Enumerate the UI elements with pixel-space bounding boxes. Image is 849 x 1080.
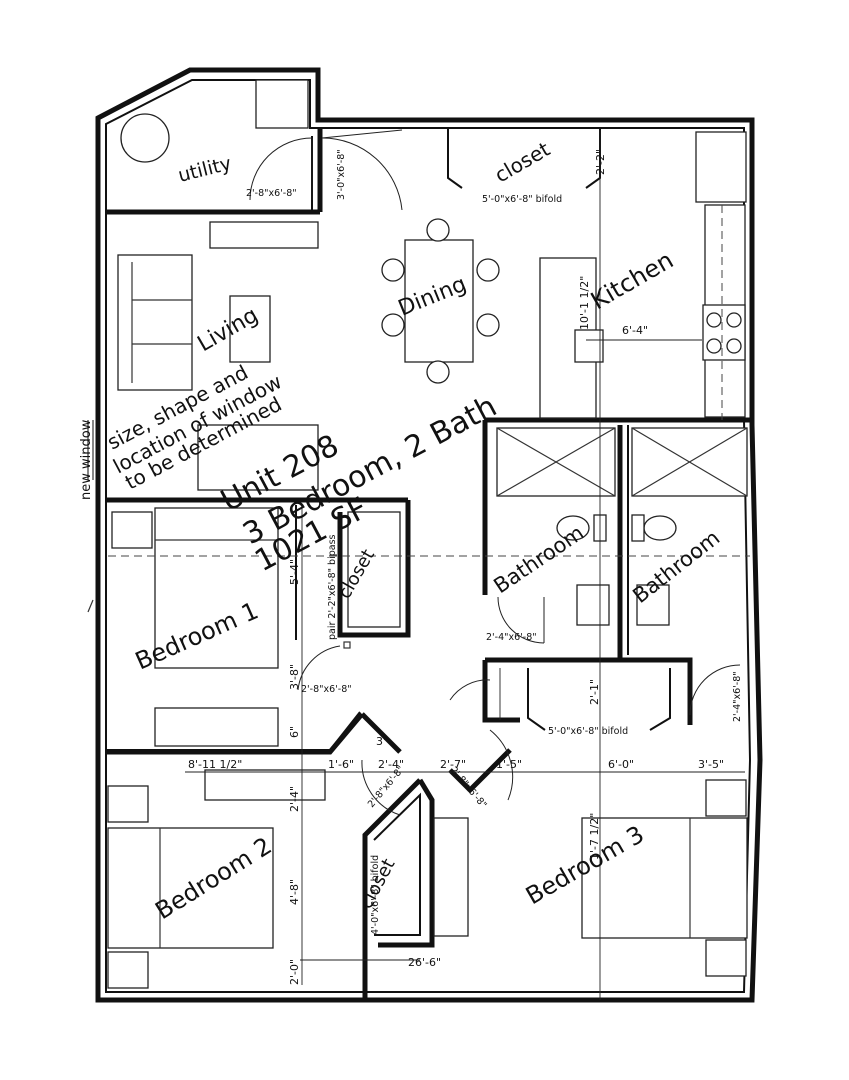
door-utility: 2'-8"x6'-8" bbox=[246, 188, 297, 199]
dresser1 bbox=[154, 707, 279, 747]
dim-hall-6-0: 6'-0" bbox=[608, 758, 634, 771]
door-hall-closet: 5'-0"x6'-8" bifold bbox=[548, 726, 628, 737]
dim-bed2-2-4: 2'-4" bbox=[288, 786, 301, 812]
dim-overall-width: 26'-6" bbox=[408, 956, 441, 969]
dining-table bbox=[404, 239, 474, 363]
bedroom1-furniture bbox=[111, 507, 401, 747]
utility-room bbox=[120, 79, 403, 211]
dim-closet-top: 2'-2" bbox=[594, 149, 607, 175]
vanity-a bbox=[576, 584, 610, 626]
dim-wall-6: 6" bbox=[288, 726, 301, 738]
water-heater bbox=[120, 113, 170, 163]
nightstand1 bbox=[111, 511, 153, 549]
nightstand3b bbox=[705, 939, 747, 977]
door-bed1: 2'-8"x6'-8" bbox=[301, 684, 352, 695]
nightstand3a bbox=[705, 779, 747, 817]
dimension-labels: 2'-2" 10'-1 1/2" 6'-4" 5'-4" 3'-8" 6" 2'… bbox=[188, 149, 724, 985]
bed2 bbox=[107, 827, 274, 949]
bed1 bbox=[154, 507, 279, 669]
dim-kitchen-depth: 10'-1 1/2" bbox=[578, 276, 591, 330]
door-bed2-closet: 4'-0"x6'-8" bifold bbox=[370, 855, 381, 935]
dim-bed2-width: 8'-11 1/2" bbox=[188, 758, 242, 771]
dim-bed1-door-offset: 3'-8" bbox=[288, 664, 301, 690]
bedroom2-furniture bbox=[107, 759, 401, 989]
living-room-furniture bbox=[117, 221, 319, 491]
dimension-lines bbox=[108, 130, 750, 1000]
coffee-table bbox=[229, 295, 271, 363]
armchair bbox=[197, 424, 319, 491]
door-entry: 3'-0"x6'-8" bbox=[336, 149, 347, 200]
toilet-b bbox=[643, 515, 677, 541]
dim-hall-2-7: 2'-7" bbox=[440, 758, 466, 771]
dim-hall-1-5: 1'-5" bbox=[496, 758, 522, 771]
vanity-b bbox=[636, 584, 670, 626]
bed3 bbox=[581, 817, 748, 939]
furnace bbox=[255, 79, 309, 129]
utility-door-swing bbox=[249, 137, 313, 201]
nightstand2b bbox=[107, 951, 149, 989]
closet-bed1 bbox=[347, 511, 401, 628]
refrigerator bbox=[695, 131, 747, 203]
label-bathroom-a: Bathroom bbox=[489, 521, 588, 599]
desk2 bbox=[204, 769, 326, 801]
dim-kitchen-width: 6'-4" bbox=[622, 324, 648, 337]
note-new-window: new window bbox=[79, 419, 94, 500]
dim-hall-closet-depth: 2'-1" bbox=[588, 679, 601, 705]
dim-bed2-2-0: 2'-0" bbox=[288, 959, 301, 985]
dresser3 bbox=[433, 817, 469, 937]
dining-furniture bbox=[381, 218, 500, 384]
nightstand2a bbox=[107, 785, 149, 823]
dim-bed1-closet-offset: 5'-4" bbox=[288, 559, 301, 585]
dim-bed2-4-8: 4'-8" bbox=[288, 879, 301, 905]
sofa bbox=[117, 254, 193, 391]
door-bath-a: 2'-4"x6'-8" bbox=[486, 632, 537, 643]
kitchen-fixtures bbox=[539, 131, 747, 420]
toilet-a bbox=[556, 515, 590, 541]
door-bath-b: 2'-4"x6'-8" bbox=[732, 671, 743, 722]
tv-console bbox=[209, 221, 319, 249]
kitchen-sink bbox=[574, 329, 604, 363]
label-closet-top: closet bbox=[491, 137, 555, 188]
bedroom3-furniture bbox=[433, 679, 748, 977]
dim-bed3-3-5: 3'-5" bbox=[698, 758, 724, 771]
dim-hall-1-6: 1'-6" bbox=[328, 758, 354, 771]
dim-hall-2-4: 2'-4" bbox=[378, 758, 404, 771]
dim-hall-3: 3" bbox=[376, 735, 388, 748]
door-bed1-closet: pair 2'-2"x6'-8" bipass bbox=[327, 534, 338, 640]
door-top-closet: 5'-0"x6'-8" bifold bbox=[482, 194, 562, 205]
dim-bed3-1-7: 1'-7 1/2" bbox=[588, 813, 601, 860]
label-utility: utility bbox=[176, 152, 234, 186]
interior-walls bbox=[106, 128, 750, 1000]
bathroom-fixtures bbox=[496, 427, 748, 716]
